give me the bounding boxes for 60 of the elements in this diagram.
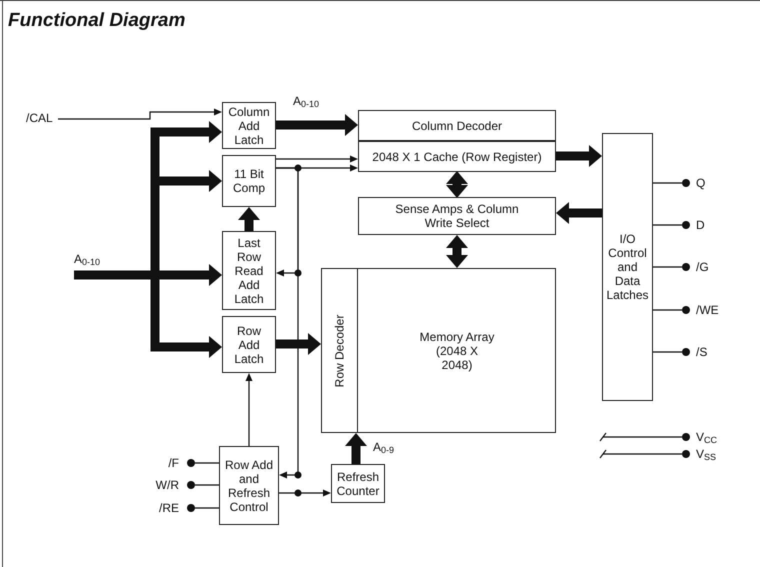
edge-label: A$_{0-10}$ [292, 94, 320, 108]
block-box [602, 133, 653, 401]
block-box [358, 110, 556, 141]
pin-label: /RE [158, 501, 179, 515]
signal-label: A$_{0-10}$ [74, 252, 100, 266]
bus-arrow [238, 207, 260, 231]
bus-arrow [556, 202, 602, 224]
signal-line [195, 507, 219, 509]
block-label: I/O Control and Data Latches [605, 232, 650, 302]
pin-label: /S [696, 345, 708, 359]
block-label: Last Row Read Add Latch [233, 236, 265, 306]
block-label: Refresh Counter [336, 470, 380, 498]
block-box [222, 231, 276, 310]
bus-arrow [556, 145, 602, 167]
signal-line [653, 182, 682, 184]
block-label: Memory Array (2048 X 2048) [419, 330, 495, 372]
pin-label: /F [168, 456, 179, 470]
signal-label: /CAL [26, 111, 53, 125]
bus-arrow [345, 433, 367, 464]
signal-line [599, 449, 682, 459]
block-label: 2048 X 1 Cache (Row Register) [372, 150, 542, 164]
bus-arrow [276, 114, 358, 136]
pin-label: /G [696, 260, 709, 274]
pin-label: V$_{SS}$ [696, 447, 716, 461]
block-box [222, 155, 276, 207]
block-label: Column Decoder [412, 118, 502, 132]
signal-line [653, 224, 682, 226]
block-label: Sense Amps & Column Write Select [394, 202, 520, 230]
block-box [358, 141, 556, 172]
block-label: 11 Bit Comp [232, 167, 266, 195]
pin-label: D [696, 218, 705, 232]
diagram-title: Functional Diagram [8, 9, 186, 33]
signal-line [246, 373, 252, 446]
pin-label: /WE [696, 303, 719, 317]
signal-line [195, 462, 219, 464]
block-label: Column Add Latch [227, 104, 271, 146]
signal-line [599, 432, 682, 442]
signal-line [653, 266, 682, 268]
block-label: Row Add and Refresh Control [224, 458, 274, 514]
block-box [219, 446, 279, 525]
bus-arrow [276, 333, 321, 355]
signal-line [279, 490, 331, 496]
bus-arrow [446, 171, 468, 198]
pin-label: W/R [156, 478, 179, 492]
pin-label: Q [696, 176, 706, 190]
signal-line [276, 156, 358, 162]
signal-line [58, 108, 222, 120]
signal-line [653, 351, 682, 353]
block-box [358, 197, 556, 235]
signal-line [276, 167, 299, 478]
block-box [331, 464, 385, 503]
signal-line [653, 309, 682, 311]
edge-label: A$_{0-9}$ [372, 440, 396, 454]
block-label: Row Decoder [332, 314, 346, 387]
block-box [222, 316, 276, 373]
signal-line [195, 484, 219, 486]
bus-arrow [446, 235, 468, 268]
block-label: Row Add Latch [233, 324, 265, 366]
memory-array-box [321, 268, 556, 433]
pin-label: V$_{CC}$ [696, 430, 718, 444]
